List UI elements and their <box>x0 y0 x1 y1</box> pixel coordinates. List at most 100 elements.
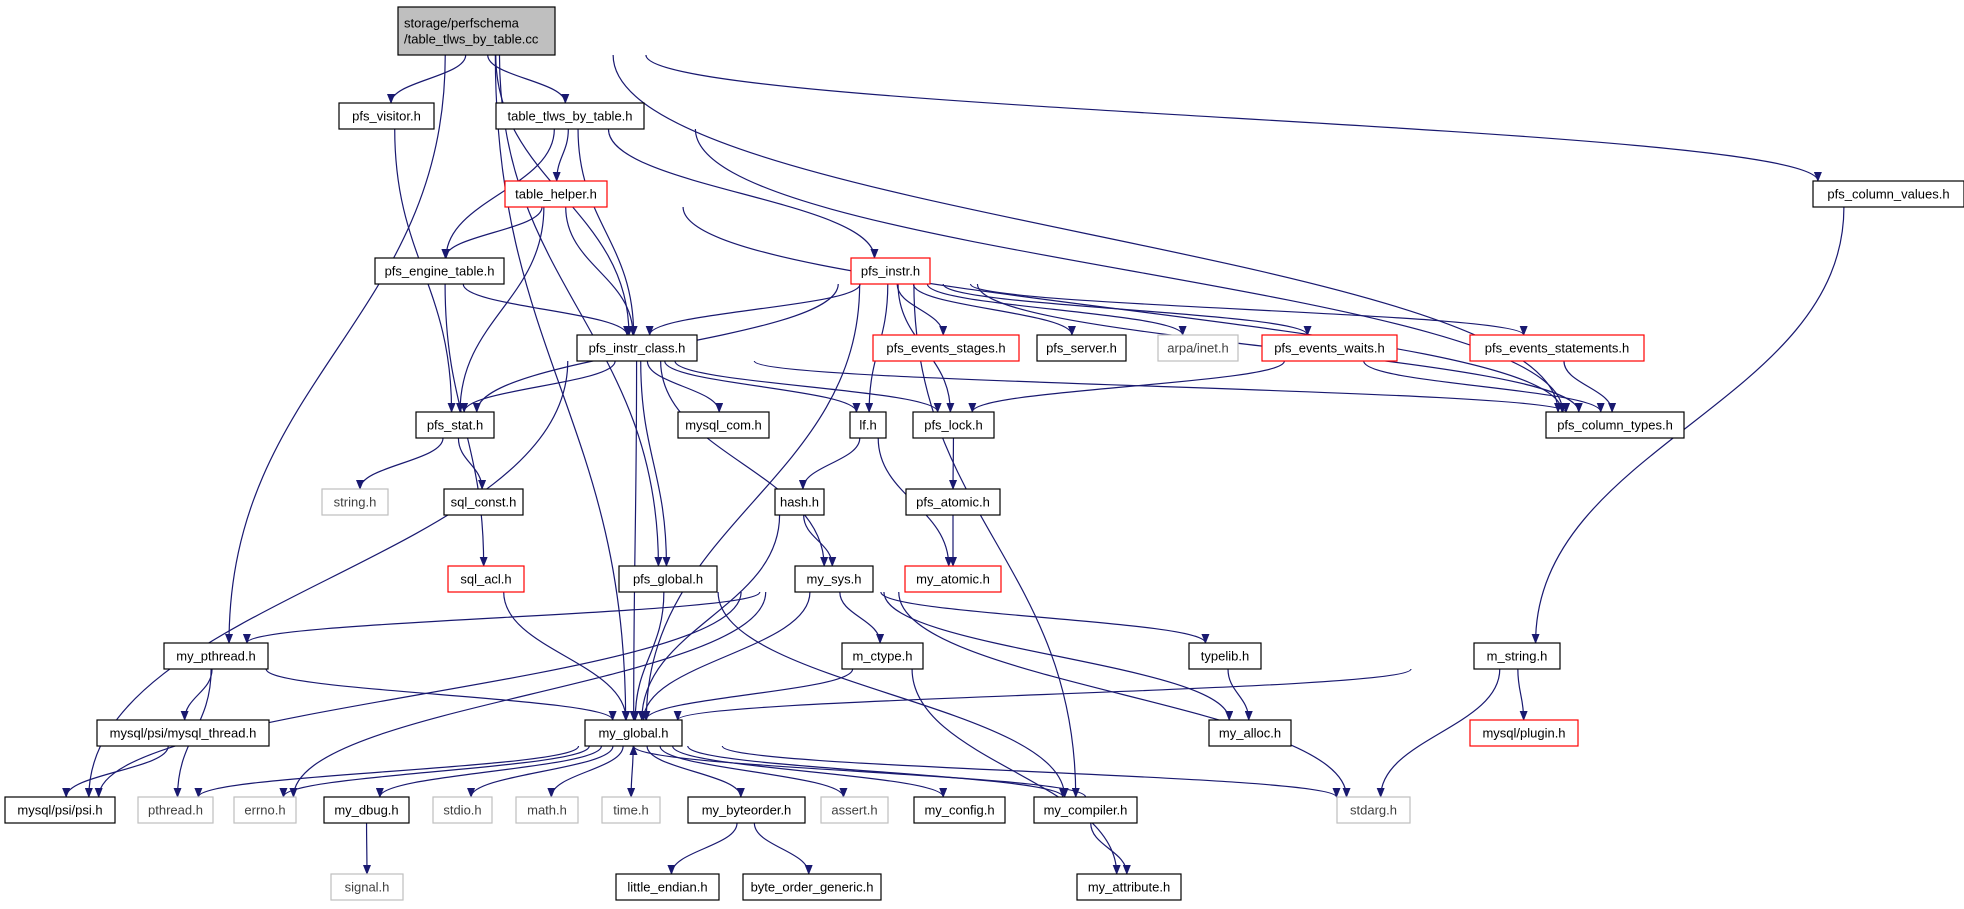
node-box <box>820 796 889 824</box>
node-mysql-thread[interactable]: mysql/psi/mysql_thread.h <box>96 719 270 747</box>
edge-my_sys-to-my_pthread <box>243 591 761 644</box>
node-stdarg[interactable]: stdarg.h <box>1336 796 1411 824</box>
node-m-ctype[interactable]: m_ctype.h <box>841 642 924 670</box>
node-byte-order-generic[interactable]: byte_order_generic.h <box>742 873 882 901</box>
node-table-helper[interactable]: table_helper.h <box>504 180 608 208</box>
node-pfs-instr-class[interactable]: pfs_instr_class.h <box>576 334 698 362</box>
node-label: pfs_column_types.h <box>1557 418 1673 433</box>
node-pfs-lock[interactable]: pfs_lock.h <box>912 411 995 439</box>
node-psi[interactable]: mysql/psi/psi.h <box>4 796 116 824</box>
node-box <box>163 642 269 670</box>
node-my-config[interactable]: my_config.h <box>913 796 1006 824</box>
node-my-compiler[interactable]: my_compiler.h <box>1033 796 1138 824</box>
node-label: /table_tlws_by_table.cc <box>404 32 539 47</box>
node-my-pthread[interactable]: my_pthread.h <box>163 642 269 670</box>
node-m-string[interactable]: m_string.h <box>1473 642 1561 670</box>
node-label: pfs_stat.h <box>427 418 483 433</box>
edge-lf-to-hash <box>798 437 861 490</box>
node-string[interactable]: string.h <box>321 488 389 516</box>
node-label: storage/perfschema <box>404 16 520 31</box>
node-box <box>1208 719 1292 747</box>
node-sql-acl[interactable]: sql_acl.h <box>447 565 525 593</box>
node-label: assert.h <box>831 803 877 818</box>
node-time[interactable]: time.h <box>601 796 661 824</box>
node-my-sys[interactable]: my_sys.h <box>794 565 874 593</box>
node-box <box>4 796 116 824</box>
node-pfs-column-values[interactable]: pfs_column_values.h <box>1812 180 1964 208</box>
node-pfs-atomic[interactable]: pfs_atomic.h <box>905 488 1001 516</box>
node-box <box>1473 642 1561 670</box>
edge-pfs_instr-to-arpa_inet <box>926 283 1187 336</box>
node-math[interactable]: math.h <box>515 796 579 824</box>
edge-sql_acl-to-my_global <box>503 591 631 721</box>
node-signal[interactable]: signal.h <box>330 873 404 901</box>
edge-pfs_instr_class-to-pfs_global <box>640 360 671 567</box>
node-box <box>321 488 389 516</box>
node-my-attribute[interactable]: my_attribute.h <box>1076 873 1182 901</box>
node-pfs-stat[interactable]: pfs_stat.h <box>415 411 495 439</box>
edge-m_string-to-stdarg <box>1376 668 1501 798</box>
node-my-byteorder[interactable]: my_byteorder.h <box>687 796 806 824</box>
edge-my_sys-to-my_global <box>639 591 811 721</box>
node-my-atomic[interactable]: my_atomic.h <box>904 565 1002 593</box>
node-table-tlws[interactable]: table_tlws_by_table.h <box>495 102 645 130</box>
node-root[interactable]: storage/perfschema/table_tlws_by_table.c… <box>397 6 556 56</box>
node-mysql-com[interactable]: mysql_com.h <box>677 411 770 439</box>
node-arpa-inet[interactable]: arpa/inet.h <box>1157 334 1239 362</box>
node-label: pfs_visitor.h <box>352 109 421 124</box>
edge-table_helper-to-pfs_engine_table <box>441 206 543 259</box>
node-pfs-events-statements[interactable]: pfs_events_statements.h <box>1469 334 1645 362</box>
node-label: pfs_instr.h <box>861 264 920 279</box>
node-pfs-instr[interactable]: pfs_instr.h <box>850 257 931 285</box>
node-pfs-server[interactable]: pfs_server.h <box>1036 334 1127 362</box>
node-stdio[interactable]: stdio.h <box>432 796 493 824</box>
node-label: my_compiler.h <box>1044 803 1128 818</box>
node-label: mysql/plugin.h <box>1482 726 1565 741</box>
node-pfs-engine-table[interactable]: pfs_engine_table.h <box>374 257 505 285</box>
node-errno[interactable]: errno.h <box>233 796 297 824</box>
node-box <box>1812 180 1964 208</box>
node-my-global[interactable]: my_global.h <box>584 719 683 747</box>
node-pfs-visitor[interactable]: pfs_visitor.h <box>338 102 435 130</box>
node-pfs-column-types[interactable]: pfs_column_types.h <box>1545 411 1685 439</box>
node-label: pfs_atomic.h <box>916 495 990 510</box>
node-hash[interactable]: hash.h <box>774 488 825 516</box>
edge-pfs_events_statements-to-pfs_column_types <box>1563 360 1617 413</box>
edge-table_tlws-to-pfs_engine_table <box>442 128 555 259</box>
node-little-endian[interactable]: little_endian.h <box>615 873 720 901</box>
edge-mysql_thread-to-psi <box>62 745 169 798</box>
node-label: pfs_server.h <box>1046 341 1117 356</box>
edge-m_ctype-to-my_attribute <box>911 668 1121 875</box>
node-sql-const[interactable]: sql_const.h <box>443 488 524 516</box>
edge-my_global-to-stdarg <box>721 745 1341 798</box>
node-label: my_byteorder.h <box>702 803 792 818</box>
node-pfs-events-waits[interactable]: pfs_events_waits.h <box>1261 334 1398 362</box>
node-label: string.h <box>334 495 377 510</box>
node-mysql-plugin[interactable]: mysql/plugin.h <box>1469 719 1579 747</box>
edge-my_global-to-time <box>627 745 636 798</box>
node-my-dbug[interactable]: my_dbug.h <box>323 796 410 824</box>
node-pfs-events-stages[interactable]: pfs_events_stages.h <box>872 334 1020 362</box>
node-pthread[interactable]: pthread.h <box>137 796 214 824</box>
edge-my_pthread-to-my_global <box>265 668 617 721</box>
node-box <box>1469 719 1579 747</box>
node-typelib[interactable]: typelib.h <box>1188 642 1262 670</box>
node-lf[interactable]: lf.h <box>849 411 887 439</box>
edge-my_byteorder-to-byte_order_generic <box>753 822 813 875</box>
node-box <box>323 796 410 824</box>
edge-table_tlws-to-pfs_instr_class <box>577 128 638 336</box>
edge-m_ctype-to-my_global <box>642 668 854 721</box>
node-box <box>1261 334 1398 362</box>
edge-pfs_global-to-my_global <box>631 591 665 721</box>
node-box <box>1033 796 1138 824</box>
edge-pfs_instr-to-pfs_instr_class <box>645 283 861 336</box>
edge-my_sys-to-psi <box>94 591 742 798</box>
node-assert[interactable]: assert.h <box>820 796 889 824</box>
node-my-alloc[interactable]: my_alloc.h <box>1208 719 1292 747</box>
node-box <box>849 411 887 439</box>
node-pfs-global[interactable]: pfs_global.h <box>618 565 718 593</box>
node-label: pfs_global.h <box>633 572 703 587</box>
node-box <box>913 796 1006 824</box>
node-box <box>432 796 493 824</box>
edge-pfs_instr-to-my_compiler <box>913 283 1080 798</box>
